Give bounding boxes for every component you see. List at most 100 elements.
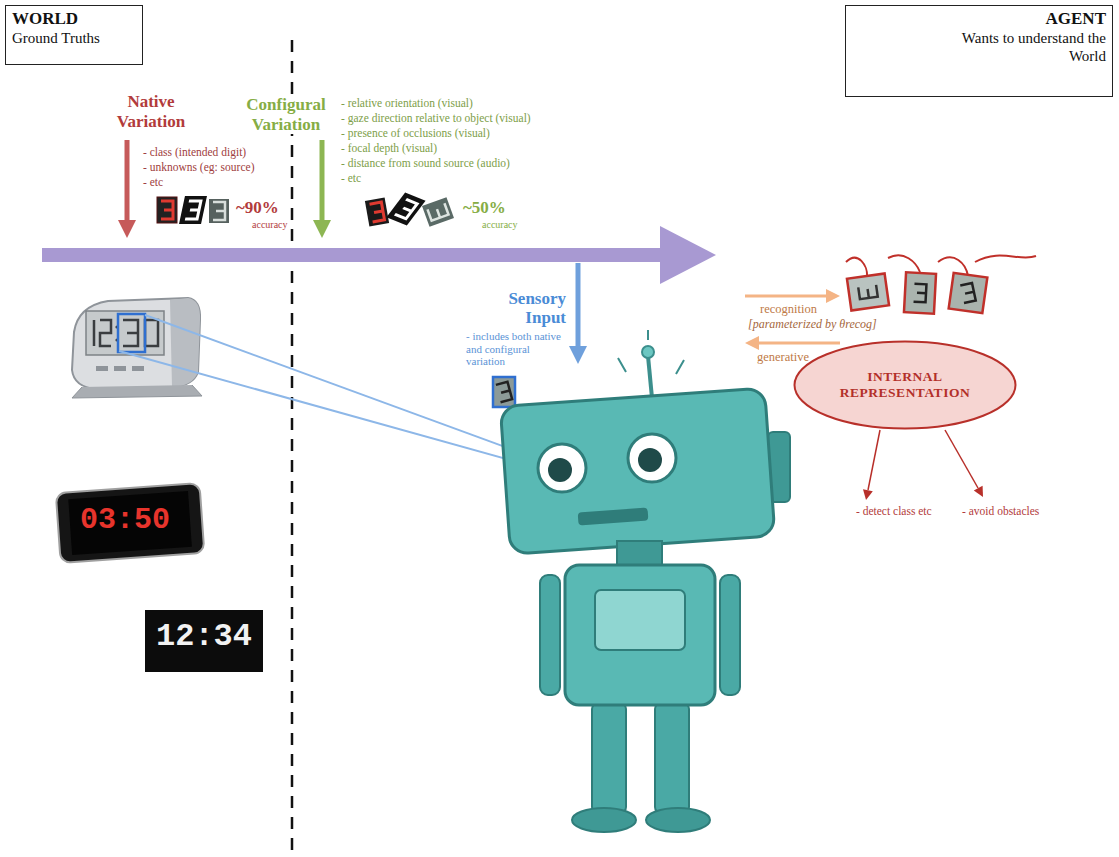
clock-body [72,298,200,389]
clock-digits: 03:50 [80,503,170,538]
digit-glyph [427,203,448,220]
robot-antenna [648,356,652,398]
robot-leg [655,703,689,813]
digit-card [386,192,425,225]
accuracy-value: ~50% [463,198,506,218]
input-note: - includes both native and configural va… [466,330,566,368]
digit-sample [847,274,889,311]
robot-eye [538,444,586,492]
region-heading: AGENT [1046,9,1106,29]
digit-card [365,197,389,226]
robot-foot [572,808,636,832]
clock-button [132,366,144,371]
digit-glyph [395,199,417,218]
robot-pupil [638,448,662,472]
representation-label: INTERNAL REPRESENTATION [838,369,972,401]
phone-screen [68,491,192,555]
region-box: WORLDGround Truths [5,5,143,65]
robot-body [565,565,715,705]
digit-glyph [161,201,173,219]
digit-glyph [185,201,201,219]
digit-card [179,196,207,224]
robot-eye [628,434,676,482]
clock-stand [72,385,202,398]
robot-panel [595,590,685,650]
clock-button [114,366,126,371]
region-box: AGENTWants to understand the World [845,5,1113,97]
digit-glyph [960,283,975,303]
digit-sample [904,272,936,314]
digit-sample [386,192,425,225]
process-arrow-shaft [757,342,840,345]
digit-card [904,272,936,314]
clock-digits-drawing [94,320,158,346]
accuracy-caption: accuracy [482,219,518,231]
ellipse-outline [795,342,1016,429]
accuracy-caption: accuracy [252,219,288,231]
gaze-line [119,351,546,470]
variation-item: - relative orientation (visual) [341,97,473,110]
outcome-arrow-head [863,489,873,500]
robot-head [500,388,775,554]
clock-digits: 12:34 [156,619,252,656]
input-arrow-shaft [576,263,581,348]
region-subtitle: Wants to understand the World [956,29,1106,65]
robot-pupil [548,458,572,482]
robot-neck [617,541,662,567]
variation-item: - unknowns (eg: source) [143,161,254,174]
robot-mouth [578,508,649,526]
representation-ellipse: INTERNAL REPRESENTATION [793,340,1017,430]
variation-arrow-shaft [125,140,130,222]
robot-arm [540,575,560,695]
clock-button [96,366,108,371]
parameter-note: [parameterized by θrecog] [748,318,877,332]
digit-sample [365,197,389,226]
digit-sample [949,273,988,313]
process-label: recognition [760,302,817,316]
clock-side [170,298,200,387]
divider-line [291,40,294,857]
variation-item: - class (intended digit) [143,146,246,159]
outcome-label: - detect class etc [856,505,940,518]
process-arrow-shaft [745,295,828,298]
outcome-arrow-shaft [945,430,978,488]
digit-glyph [858,285,877,299]
robot-leg [592,703,626,813]
variation-item: - presence of occlusions (visual) [341,127,490,140]
input-heading: Sensory Input [478,290,566,327]
digit-card [949,273,988,313]
variation-item: - focal depth (visual) [341,142,437,155]
digit-card [157,197,177,223]
variation-arrow-shaft [320,140,325,222]
phone-body [56,483,205,563]
variation-item: - distance from sound source (audio) [341,157,510,170]
focus-box [118,314,145,352]
digit-card [209,199,229,223]
flow-arrow-shaft [42,248,664,262]
digit-sample [493,377,515,407]
digit-glyph [914,284,927,303]
variation-heading: Configural Variation [234,95,338,134]
digit-card [493,377,515,407]
variation-arrow-head [313,220,331,238]
process-arrow-head [826,289,840,303]
digit-sample [157,197,177,223]
input-arrow-head [569,346,587,364]
process-arrow-head [745,336,759,350]
robot-antenna-tip [642,346,654,358]
variation-item: - etc [143,176,163,189]
region-subtitle: Ground Truths [12,29,100,47]
digit-sample [209,199,229,223]
digit-sample [179,196,207,224]
robot-foot [646,808,710,832]
flow-arrow-head [660,226,716,284]
digit-card [847,274,889,311]
phone [56,483,205,563]
region-heading: WORLD [12,9,78,29]
variation-item: - gaze direction relative to object (vis… [341,112,531,125]
accuracy-value: ~90% [236,198,279,218]
variation-heading: Native Variation [105,92,197,131]
outcome-arrow-head [974,486,983,497]
digit-card [422,197,454,227]
